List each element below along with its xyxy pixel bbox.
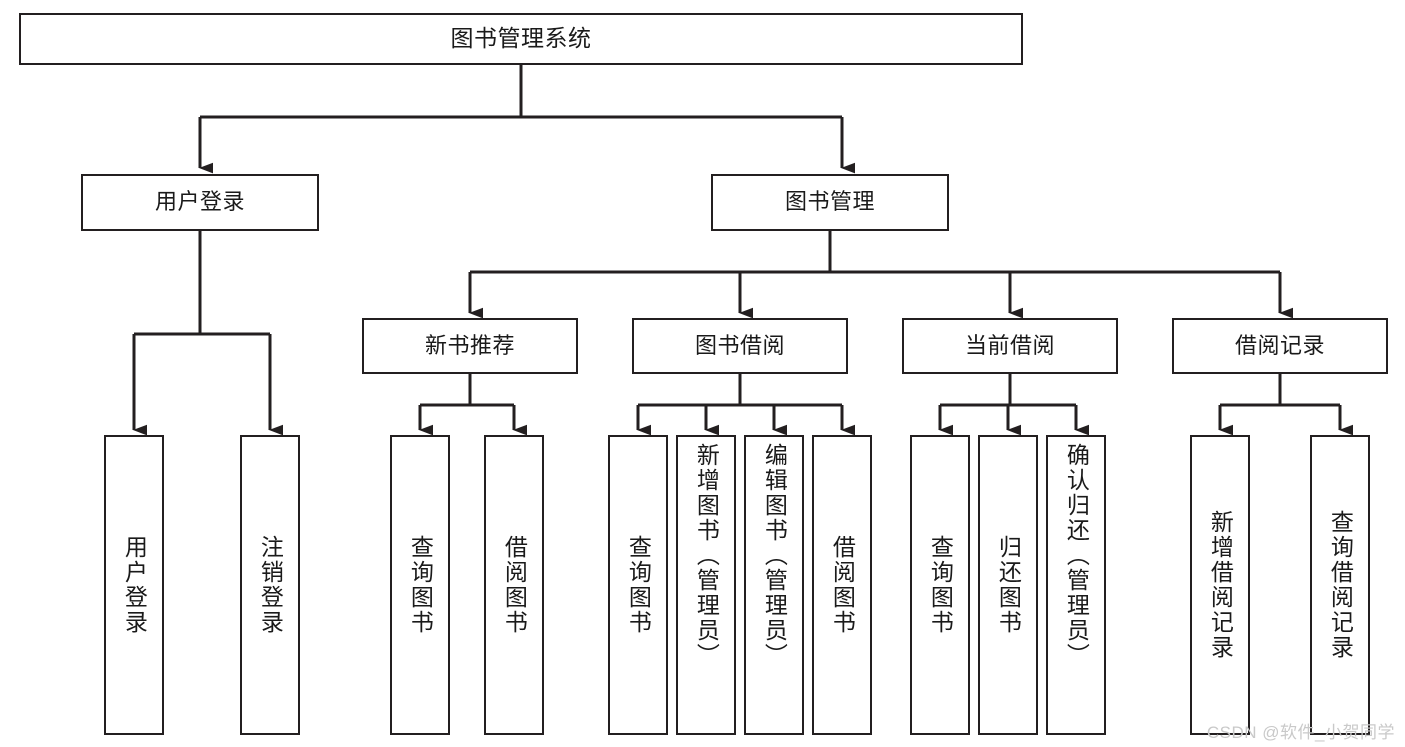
node-book-manage-label: 图书管理 — [784, 189, 875, 215]
node-leaf-query-book-2[interactable]: 查询图书 — [608, 435, 668, 735]
node-leaf-query-book-2-label: 查询图书 — [625, 535, 652, 635]
node-leaf-return-book-label: 归还图书 — [995, 535, 1022, 635]
node-borrow-record-label: 借阅记录 — [1234, 332, 1325, 358]
node-borrow-record[interactable]: 借阅记录 — [1172, 318, 1388, 374]
node-leaf-borrow-book-1[interactable]: 借阅图书 — [484, 435, 544, 735]
node-leaf-query-record[interactable]: 查询借阅记录 — [1310, 435, 1370, 735]
node-root[interactable]: 图书管理系统 — [19, 13, 1023, 65]
node-user-login[interactable]: 用户登录 — [81, 174, 319, 231]
node-current-borrow[interactable]: 当前借阅 — [902, 318, 1118, 374]
node-leaf-user-logout[interactable]: 注销登录 — [240, 435, 300, 735]
node-leaf-add-book[interactable]: 新增图书（管理员） — [676, 435, 736, 735]
node-leaf-query-book-3[interactable]: 查询图书 — [910, 435, 970, 735]
node-leaf-confirm-return-label: 确认归还（管理员） — [1063, 443, 1090, 668]
node-new-book-rec[interactable]: 新书推荐 — [362, 318, 578, 374]
node-leaf-user-login-label: 用户登录 — [121, 535, 148, 635]
node-leaf-confirm-return[interactable]: 确认归还（管理员） — [1046, 435, 1106, 735]
node-new-book-rec-label: 新书推荐 — [424, 332, 515, 358]
node-leaf-user-logout-label: 注销登录 — [257, 535, 284, 635]
node-leaf-return-book[interactable]: 归还图书 — [978, 435, 1038, 735]
node-current-borrow-label: 当前借阅 — [964, 332, 1055, 358]
node-leaf-query-book-1-label: 查询图书 — [407, 535, 434, 635]
node-leaf-borrow-book-1-label: 借阅图书 — [501, 535, 528, 635]
csdn-watermark: CSDN @软件_小贺同学 — [1206, 723, 1395, 742]
node-book-borrow-label: 图书借阅 — [694, 332, 785, 358]
node-leaf-query-record-label: 查询借阅记录 — [1327, 510, 1354, 660]
node-book-manage[interactable]: 图书管理 — [711, 174, 949, 231]
node-leaf-add-book-label: 新增图书（管理员） — [693, 443, 720, 668]
node-leaf-user-login[interactable]: 用户登录 — [104, 435, 164, 735]
node-book-borrow[interactable]: 图书借阅 — [632, 318, 848, 374]
node-leaf-edit-book[interactable]: 编辑图书（管理员） — [744, 435, 804, 735]
node-leaf-add-record[interactable]: 新增借阅记录 — [1190, 435, 1250, 735]
node-leaf-query-book-3-label: 查询图书 — [927, 535, 954, 635]
node-leaf-query-book-1[interactable]: 查询图书 — [390, 435, 450, 735]
node-leaf-add-record-label: 新增借阅记录 — [1207, 510, 1234, 660]
node-root-label: 图书管理系统 — [450, 25, 592, 52]
node-leaf-borrow-book-2[interactable]: 借阅图书 — [812, 435, 872, 735]
node-user-login-label: 用户登录 — [154, 189, 245, 215]
node-leaf-borrow-book-2-label: 借阅图书 — [829, 535, 856, 635]
node-leaf-edit-book-label: 编辑图书（管理员） — [761, 443, 788, 668]
